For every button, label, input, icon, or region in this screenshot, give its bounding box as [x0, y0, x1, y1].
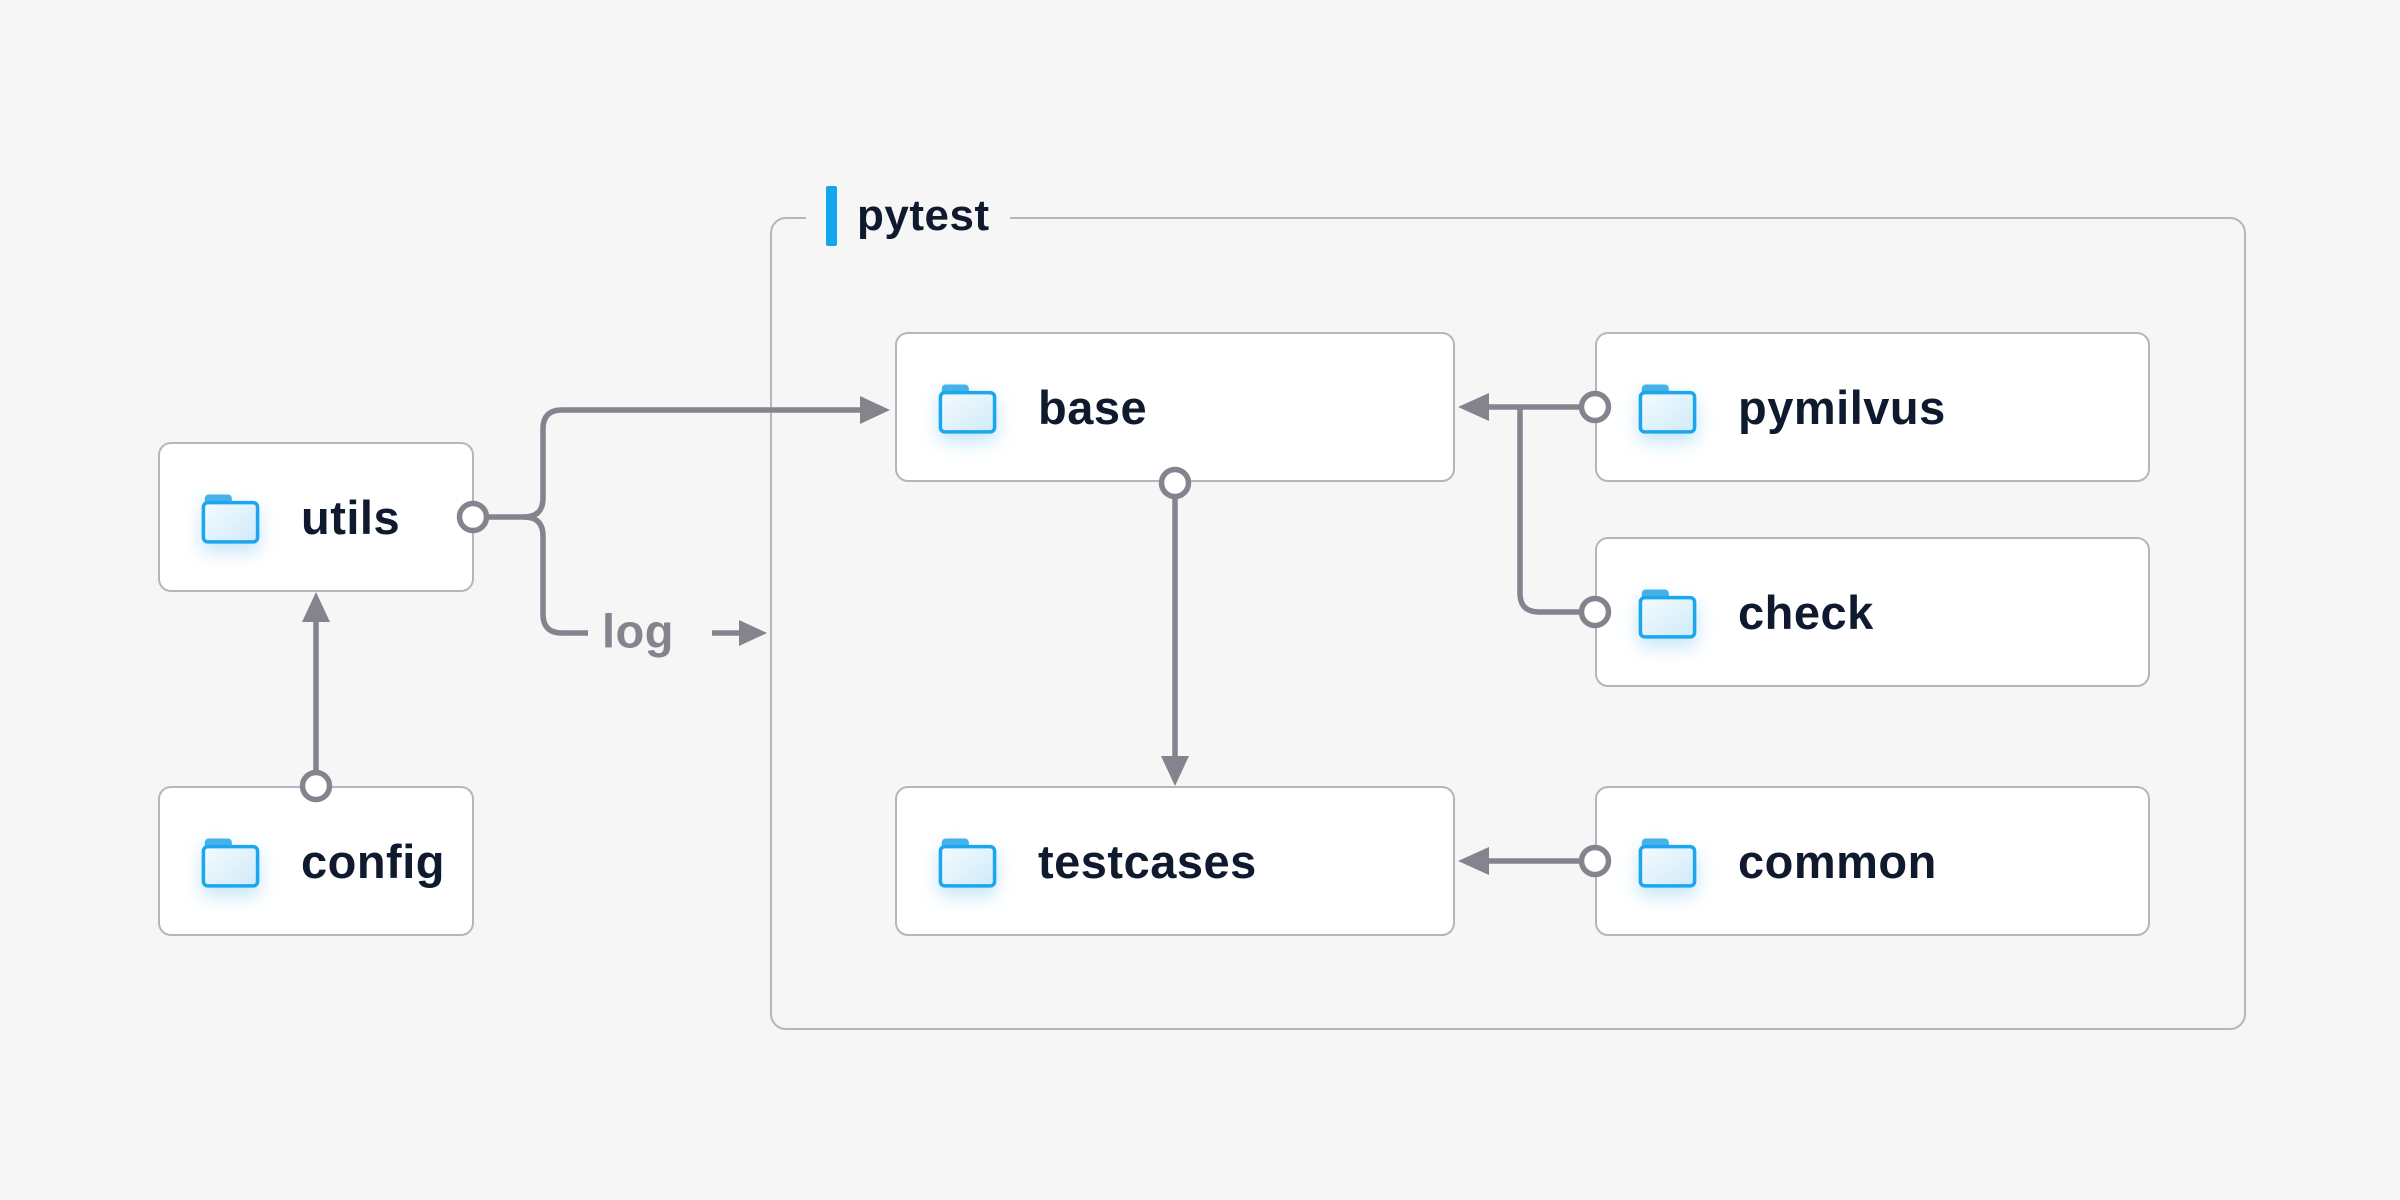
folder-icon — [201, 493, 260, 544]
folder-icon — [938, 383, 997, 434]
node-common: common — [1595, 786, 2150, 936]
node-utils: utils — [158, 442, 474, 592]
accent-bar — [826, 186, 837, 246]
node-label: check — [1738, 585, 1874, 639]
pytest-group-label: pytest — [806, 183, 1010, 249]
node-label: common — [1738, 834, 1937, 888]
folder-icon — [1638, 383, 1697, 434]
group-title: pytest — [857, 191, 990, 240]
node-label: config — [301, 834, 445, 888]
node-config: config — [158, 786, 474, 936]
edge-config-utils — [299, 592, 333, 803]
edge-label-log: log — [602, 604, 674, 658]
folder-icon — [1638, 588, 1697, 639]
folder-icon — [201, 837, 260, 888]
node-label: testcases — [1038, 834, 1257, 888]
node-label: utils — [301, 490, 401, 544]
node-check: check — [1595, 537, 2150, 687]
folder-icon — [938, 837, 997, 888]
node-base: base — [895, 332, 1455, 482]
pytest-group-container — [770, 217, 2246, 1030]
node-pymilvus: pymilvus — [1595, 332, 2150, 482]
node-label: pymilvus — [1738, 380, 1946, 434]
node-label: base — [1038, 380, 1148, 434]
node-testcases: testcases — [895, 786, 1455, 936]
folder-icon — [1638, 837, 1697, 888]
